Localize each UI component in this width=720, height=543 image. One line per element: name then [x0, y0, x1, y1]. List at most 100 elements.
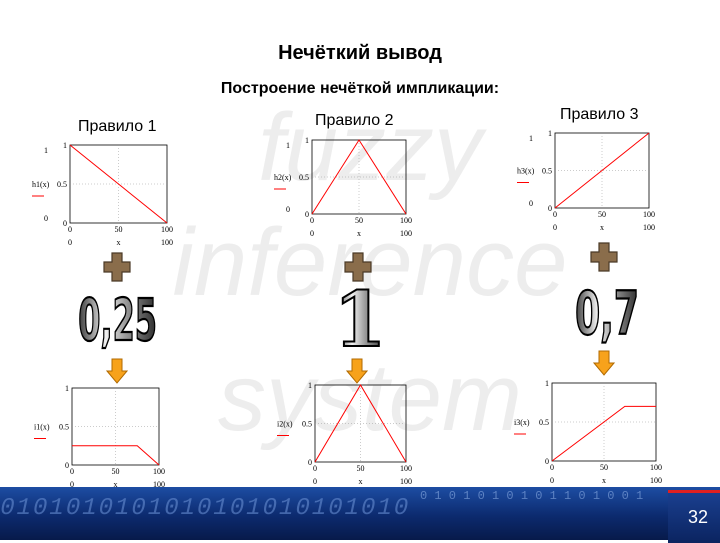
svg-text:1: 1 [334, 282, 387, 352]
x-range-min: 0 [313, 477, 317, 486]
chart-h1: 0 50 100 0 0.5 1 0 100 x h1(x) 1 0 [32, 141, 173, 247]
y-tick-label: 1 [305, 136, 309, 145]
x-tick-label: 100 [643, 210, 655, 219]
x-tick-label: 100 [153, 467, 165, 476]
x-tick-label: 50 [112, 467, 120, 476]
series-line [551, 405, 656, 462]
y-axis-label: i3(x) [514, 418, 530, 427]
rule-3-weight: 0,7 [574, 277, 639, 344]
x-tick-label: 0 [310, 216, 314, 225]
x-range-max: 100 [153, 480, 165, 489]
y-axis-label: h2(x) [274, 173, 292, 182]
x-axis-label: x [117, 238, 121, 247]
y-tick-label: 0.5 [302, 420, 312, 429]
x-tick-label: 0 [70, 467, 74, 476]
series-line [69, 144, 168, 224]
plus-icon [103, 252, 131, 282]
footer-banner: 0101010101010101010101010 0 1 0 1 0 1 0 … [0, 487, 720, 540]
x-tick-label: 100 [400, 216, 412, 225]
x-axis-label: x [114, 480, 118, 489]
y-mark-top: 1 [286, 141, 290, 150]
y-tick-label: 1 [65, 384, 69, 393]
watermark-word-1: fuzzy [257, 94, 483, 201]
x-tick-label: 50 [357, 464, 365, 473]
y-tick-label: 1 [63, 141, 67, 150]
y-mark-top: 1 [44, 146, 48, 155]
x-tick-label: 50 [598, 210, 606, 219]
arrow-down-icon [106, 358, 128, 384]
rule-3-label: Правило 3 [560, 106, 639, 123]
x-range-max: 100 [400, 229, 412, 238]
rule-2-label: Правило 2 [315, 112, 394, 129]
y-tick-label: 0.5 [539, 418, 549, 427]
y-tick-label: 0.5 [57, 180, 67, 189]
chart-i1: 0 50 100 0 0.5 1 0 100 x i1(x) [34, 384, 165, 489]
page-number: 32 [687, 507, 708, 527]
plus-icon [590, 242, 618, 272]
y-tick-label: 0 [548, 204, 552, 213]
arrow-down-icon [593, 350, 615, 376]
y-tick-label: 1 [545, 379, 549, 388]
y-axis-label: i2(x) [277, 420, 293, 429]
y-tick-label: 0 [65, 461, 69, 470]
x-range-min: 0 [553, 223, 557, 232]
x-range-max: 100 [400, 477, 412, 486]
x-range-max: 100 [643, 223, 655, 232]
x-tick-label: 0 [313, 464, 317, 473]
plus-icon [344, 252, 372, 282]
x-tick-label: 0 [550, 463, 554, 472]
x-tick-label: 50 [115, 225, 123, 234]
rule-2-weight: 1 [333, 282, 388, 352]
x-tick-label: 0 [68, 225, 72, 234]
y-tick-label: 0 [545, 457, 549, 466]
y-tick-label: 0 [305, 210, 309, 219]
x-tick-label: 50 [355, 216, 363, 225]
x-range-min: 0 [550, 476, 554, 485]
x-axis-label: x [600, 223, 604, 232]
x-tick-label: 100 [400, 464, 412, 473]
series-line [314, 384, 407, 463]
svg-text:0,7: 0,7 [575, 278, 639, 344]
series-line [554, 132, 650, 209]
chart-i3: 0 50 100 0 0.5 1 0 100 x i3(x) [514, 379, 662, 485]
y-tick-label: 0 [308, 458, 312, 467]
footer-binary-small: 0 1 0 1 0 1 0 1 0 1 1 0 1 0 0 1 [420, 489, 644, 503]
y-axis-label: h1(x) [32, 180, 50, 189]
y-mark-bottom: 0 [44, 214, 48, 223]
x-tick-label: 0 [553, 210, 557, 219]
series-line [311, 139, 407, 215]
y-tick-label: 0.5 [299, 173, 309, 182]
y-tick-label: 0 [63, 219, 67, 228]
y-axis-label: i1(x) [34, 423, 50, 432]
watermark-word-3: system [217, 344, 523, 451]
y-mark-top: 1 [529, 134, 533, 143]
x-range-min: 0 [70, 480, 74, 489]
y-tick-label: 0.5 [59, 423, 69, 432]
x-range-max: 100 [161, 238, 173, 247]
x-tick-label: 100 [161, 225, 173, 234]
series-line [72, 445, 160, 466]
x-tick-label: 50 [600, 463, 608, 472]
x-range-min: 0 [310, 229, 314, 238]
chart-h2: 0 50 100 0 0.5 1 0 100 x h2(x) 1 0 [274, 136, 412, 238]
page-number-box: 32 [668, 490, 720, 543]
x-range-min: 0 [68, 238, 72, 247]
x-axis-label: x [359, 477, 363, 486]
x-range-max: 100 [650, 476, 662, 485]
y-tick-label: 0.5 [542, 167, 552, 176]
x-axis-label: x [357, 229, 361, 238]
rule-1-weight: 0,25 [77, 287, 157, 352]
y-mark-bottom: 0 [286, 205, 290, 214]
chart-i2: 0 50 100 0 0.5 1 0 100 x i2(x) [277, 381, 412, 486]
arrow-down-icon [346, 358, 368, 384]
y-tick-label: 1 [548, 129, 552, 138]
y-tick-label: 1 [308, 381, 312, 390]
y-mark-bottom: 0 [529, 199, 533, 208]
svg-text:0,25: 0,25 [78, 288, 157, 352]
rule-1-label: Правило 1 [78, 118, 157, 135]
x-tick-label: 100 [650, 463, 662, 472]
x-axis-label: x [602, 476, 606, 485]
slide-title: Нечёткий вывод [278, 42, 442, 64]
slide-subtitle: Построение нечёткой импликации: [220, 80, 500, 97]
